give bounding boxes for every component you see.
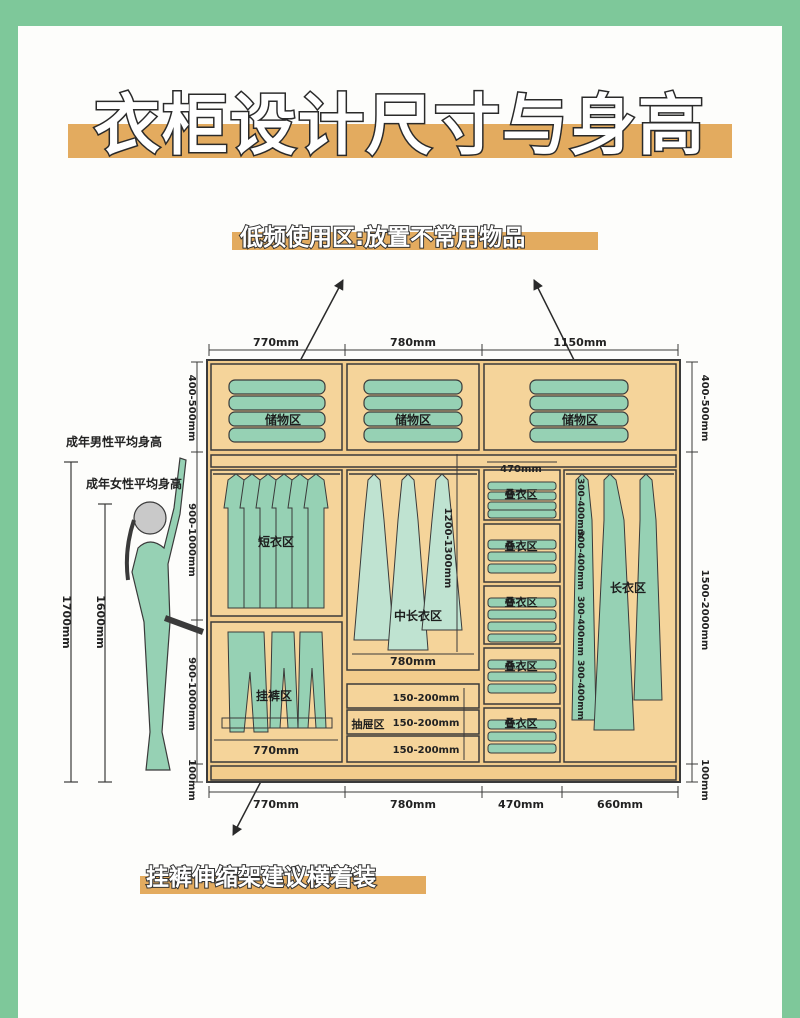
drawer-height-2: 150-200mm	[393, 718, 460, 729]
male-height-label: 成年男性平均身高	[66, 434, 162, 449]
bottom-width-1: 770mm	[253, 798, 299, 811]
zone-long: 长衣区	[610, 580, 646, 595]
left-upper-height: 900-1000mm	[186, 503, 197, 577]
zone-pants: 挂裤区	[256, 688, 292, 703]
title-highlight-bar	[68, 124, 732, 158]
plinth	[210, 765, 677, 781]
drawer-height-3: 150-200mm	[393, 745, 460, 756]
drawer-1	[346, 683, 480, 709]
top-width-3: 1150mm	[553, 336, 607, 349]
middle-hang-height: 1200-1300mm	[442, 508, 453, 589]
right-base: 100mm	[699, 759, 710, 801]
pants-width: 770mm	[253, 744, 299, 757]
zone-folded-2: 叠衣区	[505, 539, 538, 553]
zone-drawers: 抽屉区	[352, 717, 385, 731]
fold-stacks	[487, 481, 557, 754]
female-height-value: 1600mm	[94, 595, 107, 649]
fold-width: 470mm	[500, 464, 542, 475]
middle-hang-width: 780mm	[390, 655, 436, 668]
bottom-width-4: 660mm	[597, 798, 643, 811]
zone-mid-long: 中长衣区	[394, 608, 442, 623]
zone-folded-4: 叠衣区	[505, 659, 538, 673]
folded-stack-1	[228, 379, 326, 443]
zone-storage-1: 储物区	[265, 412, 301, 427]
top-callout-bar	[232, 232, 598, 250]
left-base: 100mm	[186, 759, 197, 801]
zone-folded-5: 叠衣区	[505, 716, 538, 730]
folded-stack-2	[363, 379, 463, 443]
drawer-3	[346, 735, 480, 763]
top-width-1: 770mm	[253, 336, 299, 349]
bottom-callout-bar	[140, 876, 426, 894]
zone-folded-1: 叠衣区	[505, 487, 538, 501]
top-callout-text: 低频使用区:放置不常用物品	[239, 224, 526, 252]
left-top-height: 400-500mm	[186, 375, 197, 442]
hanging-pants	[221, 631, 333, 733]
right-top-height: 400-500mm	[699, 375, 710, 442]
woman-figure	[124, 457, 205, 771]
bottom-width-2: 780mm	[390, 798, 436, 811]
bottom-callout-text: 挂裤伸缩架建议横着装	[145, 864, 377, 892]
short-clothes	[223, 473, 329, 609]
shelf-divider	[210, 454, 677, 468]
mid-long-dresses	[353, 473, 463, 651]
bottom-width-3: 470mm	[498, 798, 544, 811]
zone-short-clothes: 短衣区	[258, 534, 294, 549]
zone-folded-3: 叠衣区	[505, 595, 538, 609]
drawer-height-1: 150-200mm	[393, 693, 460, 704]
left-lower-height: 900-1000mm	[186, 657, 197, 731]
right-main-height: 1500-2000mm	[699, 570, 710, 651]
male-height-value: 1700mm	[60, 595, 73, 649]
page-title: 衣柜设计尺寸与身高	[93, 86, 706, 166]
zone-storage-2: 储物区	[395, 412, 431, 427]
drawer-2	[346, 709, 480, 735]
fold-height-2: 300-400mm	[575, 530, 585, 590]
zone-storage-3: 储物区	[562, 412, 598, 427]
fold-height-1: 300-400mm	[575, 478, 585, 538]
folded-stack-3	[529, 379, 629, 443]
long-dresses	[571, 473, 663, 731]
female-height-label: 成年女性平均身高	[86, 476, 182, 491]
fold-height-4: 300-400mm	[575, 660, 585, 720]
fold-height-3: 300-400mm	[575, 596, 585, 656]
top-width-2: 780mm	[390, 336, 436, 349]
